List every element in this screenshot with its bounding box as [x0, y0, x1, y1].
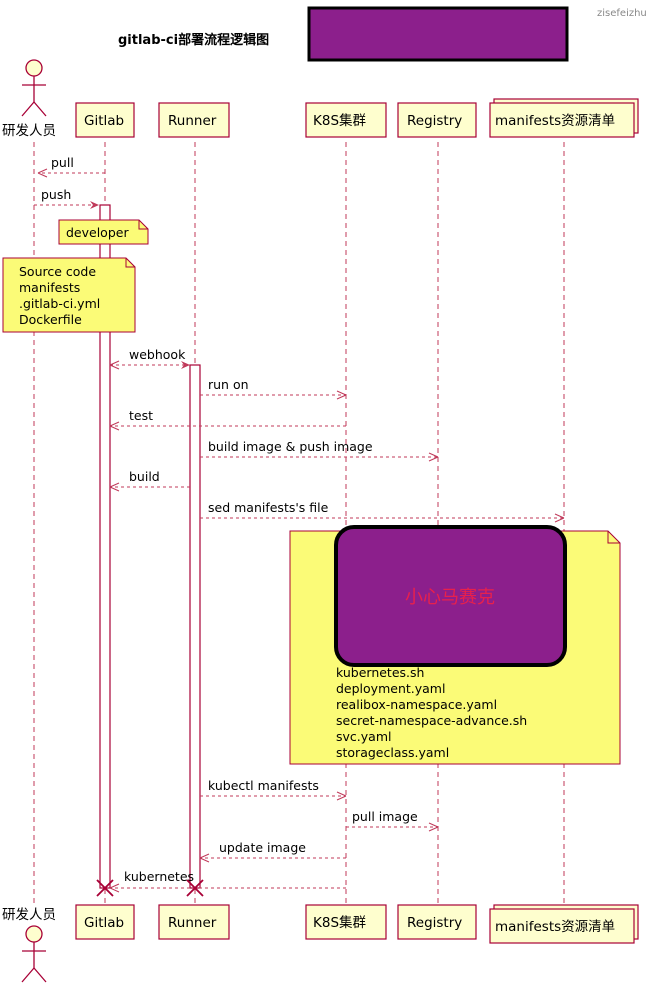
note-files-line-4: secret-namespace-advance.sh — [336, 713, 527, 728]
participant-dev-label-top: 研发人员 — [2, 123, 56, 139]
participant-dev-label-bottom: 研发人员 — [2, 907, 56, 923]
msg-build-arrow — [109, 482, 120, 492]
msg-kubectl-label: kubectl manifests — [208, 778, 319, 793]
participant-k8s-bottom — [305, 904, 387, 940]
msg-webhook-arrow-left — [109, 360, 120, 370]
participant-registry-label-top: Registry — [407, 113, 462, 129]
participant-registry-label-bottom: Registry — [407, 915, 462, 931]
msg-test-arrow — [109, 421, 120, 431]
actor-dev-bottom — [21, 925, 47, 983]
participant-runner-label-bottom: Runner — [168, 915, 217, 931]
participant-runner-top — [158, 102, 230, 138]
note-source-fold — [125, 258, 135, 268]
note-files-line-6: storageclass.yaml — [336, 745, 449, 760]
participant-k8s-label-top: K8S集群 — [313, 113, 367, 129]
participant-registry-top — [397, 102, 477, 138]
note-files-line-1: kubernetes.sh — [336, 665, 424, 680]
msg-build-label: build — [129, 469, 160, 484]
diagram-title: gitlab-ci部署流程逻辑图 — [118, 32, 269, 48]
msg-run-on-label: run on — [208, 377, 249, 392]
note-developer-fold — [138, 220, 148, 230]
note-source — [2, 257, 136, 333]
note-source-line-1: Source code — [19, 264, 96, 279]
msg-pull-label: pull — [51, 155, 74, 170]
actor-dev-top — [21, 59, 47, 117]
msg-update-image-arrow — [199, 853, 210, 863]
msg-test-label: test — [129, 408, 153, 423]
activation-runner — [189, 364, 201, 889]
msg-pull-arrow — [37, 168, 48, 178]
msg-push-arrow — [90, 201, 99, 209]
participant-manifests-bottom — [489, 908, 635, 944]
participant-registry-bottom — [397, 904, 477, 940]
note-source-line-3: .gitlab-ci.yml — [19, 296, 100, 311]
msg-kubectl-arrow — [336, 791, 347, 801]
participant-k8s-top — [305, 102, 387, 138]
mosaic-text: 小心马赛克 — [405, 587, 495, 608]
redaction-block-mosaic — [334, 525, 567, 667]
redaction-block-top — [307, 6, 569, 62]
participant-gitlab-bottom — [75, 904, 135, 940]
note-files-fold — [607, 531, 620, 544]
destroy-gitlab-icon — [96, 879, 114, 897]
msg-build-push-label: build image & push image — [208, 439, 373, 454]
participant-manifests-top — [489, 102, 635, 138]
note-developer-line-1: developer — [66, 225, 129, 240]
msg-update-image-label: update image — [219, 840, 306, 855]
msg-push-label: push — [41, 187, 71, 202]
msg-sed-label: sed manifests's file — [208, 500, 329, 515]
note-files-line-3: realibox-namespace.yaml — [336, 697, 497, 712]
msg-pull-image-label: pull image — [352, 809, 418, 824]
msg-pull-image-arrow — [428, 822, 439, 832]
msg-kubernetes-arrow — [109, 883, 120, 893]
msg-webhook-label: webhook — [129, 347, 186, 362]
participant-gitlab-label-top: Gitlab — [84, 113, 124, 129]
destroy-runner-icon — [186, 879, 204, 897]
watermark: zisefeizhu — [597, 8, 647, 19]
msg-kubernetes-label: kubernetes — [124, 869, 194, 884]
participant-k8s-label-bottom: K8S集群 — [313, 915, 367, 931]
note-files-line-5: svc.yaml — [336, 729, 391, 744]
msg-build-push-arrow — [428, 452, 439, 462]
note-source-line-2: manifests — [19, 280, 80, 295]
participant-manifests-label-bottom: manifests资源清单 — [495, 919, 615, 935]
participant-manifests-label-top: manifests资源清单 — [495, 113, 615, 129]
note-source-line-4: Dockerfile — [19, 312, 82, 327]
participant-runner-label-top: Runner — [168, 113, 217, 129]
participant-gitlab-label-bottom: Gitlab — [84, 915, 124, 931]
participant-runner-bottom — [158, 904, 230, 940]
msg-run-on-arrow — [336, 390, 347, 400]
msg-sed-arrow — [554, 513, 565, 523]
msg-webhook-arrow-right — [181, 361, 190, 369]
participant-gitlab-top — [75, 102, 135, 138]
note-files-line-2: deployment.yaml — [336, 681, 445, 696]
note-developer — [58, 219, 149, 245]
